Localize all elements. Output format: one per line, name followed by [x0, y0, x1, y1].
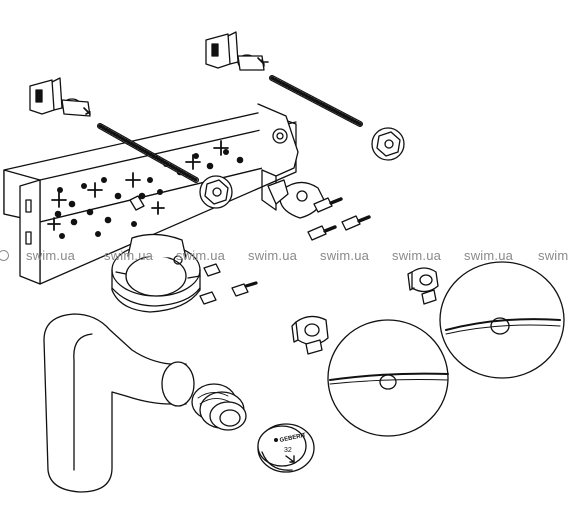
watermark: swim.ua — [320, 248, 370, 263]
elbow-pipe — [43, 313, 195, 493]
watermark: swim.ua — [464, 248, 514, 263]
hex-nut — [199, 127, 405, 209]
rail-clip-left — [29, 77, 91, 117]
plug-small — [407, 267, 439, 305]
watermark: swim.ua — [26, 248, 76, 263]
watermark: swim.ua — [104, 248, 154, 263]
wall-bracket — [267, 179, 325, 219]
pipe-clamp — [111, 233, 201, 313]
threaded-rod-upper — [269, 75, 363, 127]
rail-clip-right — [205, 31, 269, 71]
threaded-fitting — [191, 383, 247, 431]
rosette-disc-back — [439, 261, 565, 379]
cap-size-label: 32 — [284, 447, 292, 454]
watermark: swim.ua — [392, 248, 442, 263]
bracket-screws — [129, 195, 371, 305]
cap-brand-label: GEBERIT — [279, 432, 307, 443]
plug-left — [291, 315, 329, 355]
threaded-rod-lower — [97, 123, 199, 183]
cover-cap: GEBERIT 32 — [257, 423, 315, 473]
watermark: swim — [538, 248, 569, 263]
rosette-disc-front — [327, 319, 449, 437]
watermark: swim.ua — [176, 248, 226, 263]
watermark: swim.ua — [248, 248, 298, 263]
watermark — [0, 248, 12, 263]
